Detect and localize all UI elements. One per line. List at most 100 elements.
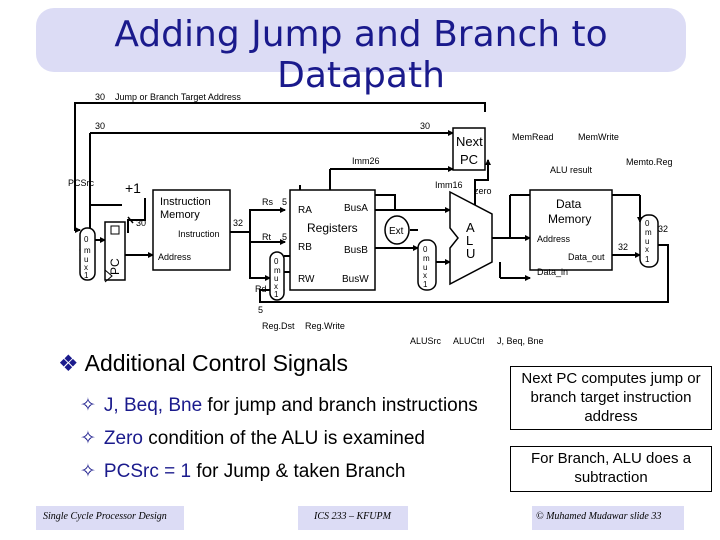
branch-note: For Branch, ALU does a subtraction — [510, 446, 712, 492]
data-in-label: Data_in — [537, 267, 568, 277]
rb-label: RB — [298, 242, 312, 253]
pcmux-u: u — [84, 255, 88, 264]
target-width-label: 30 — [95, 92, 105, 102]
bullet-item-3: ✧PCSrc = 1 for Jump & taken Branch — [80, 460, 405, 483]
alusrc-label: ALUSrc — [410, 336, 442, 346]
ext-label: Ext — [389, 226, 404, 237]
next-pc-label-2: PC — [460, 152, 478, 167]
bullet-item-1-highlight: J, Beq, Bne — [103, 395, 203, 416]
w30-left-label: 30 — [95, 121, 105, 131]
memtoreg-mux — [639, 214, 659, 268]
regdst-mux — [269, 251, 285, 301]
dm-title-1: Data — [556, 197, 582, 211]
alu — [449, 190, 493, 286]
star-bullet-icon: ✧ — [80, 461, 96, 482]
im-title-2: Memory — [160, 209, 200, 221]
regdstmux-m: m — [274, 266, 281, 275]
w30-right-label: 30 — [420, 121, 430, 131]
star-bullet-icon: ✧ — [80, 428, 96, 449]
registers-label: Registers — [307, 221, 358, 235]
zero-label: zero — [474, 186, 492, 196]
dm-addr-label: Address — [537, 234, 571, 244]
pcmux-1: 1 — [84, 271, 89, 280]
alusrcmux-m: m — [423, 254, 430, 263]
memtoreg-label: Memto.Reg — [626, 157, 673, 167]
alu-letter-l: L — [466, 233, 473, 248]
incrementer-label: +1 — [125, 180, 141, 196]
alusrcmux-u: u — [423, 263, 427, 272]
pc-register — [104, 221, 126, 281]
jbb-label: J, Beq, Bne — [497, 336, 544, 346]
bullet-main: ❖Additional Control Signals — [58, 350, 348, 377]
footer-right: © Muhamed Mudawar slide 33 — [536, 511, 662, 522]
alusrc-mux — [417, 239, 437, 291]
bullet-item-1-text: for jump and branch instructions — [202, 395, 478, 416]
bullet-item-1: ✧ J, Beq, Bne for jump and branch instruc… — [80, 394, 478, 417]
instruction-memory — [152, 189, 231, 271]
w5b-label: 5 — [282, 232, 287, 242]
bullet-main-text: Additional Control Signals — [84, 350, 349, 376]
ra-label: RA — [298, 205, 312, 216]
bullet-item-2: ✧ Zero condition of the ALU is examined — [80, 427, 425, 450]
title-banner: Adding Jump and Branch to Datapath — [36, 8, 686, 96]
alusrcmux-0: 0 — [423, 245, 428, 254]
memwrite-label: MemWrite — [578, 132, 619, 142]
im-title-1: Instruction — [160, 196, 211, 208]
w5a-label: 5 — [282, 197, 287, 207]
regdstmux-u: u — [274, 274, 278, 283]
footer-left: Single Cycle Processor Design — [43, 511, 167, 522]
footer-center-box: ICS 233 – KFUPM — [298, 506, 408, 530]
im-out-label: Instruction — [178, 229, 220, 239]
next-pc-block — [452, 127, 486, 171]
imm26-label: Imm26 — [352, 156, 380, 166]
slide-title: Adding Jump and Branch to Datapath — [114, 14, 608, 96]
rt-label: Rt — [262, 232, 271, 242]
pcmux-m: m — [84, 246, 91, 255]
rw-label: RW — [298, 274, 315, 285]
footer-center: ICS 233 – KFUPM — [314, 511, 391, 522]
regdst-label: Reg.Dst — [262, 321, 295, 331]
alu-letter-a: A — [466, 220, 475, 235]
wbmux-0: 0 — [645, 219, 650, 228]
wbmux-1: 1 — [645, 255, 650, 264]
pcsrc-label: PCSrc — [68, 178, 95, 188]
w30-mid-label: 30 — [136, 218, 146, 228]
next-pc-note: Next PC computes jump or branch target i… — [510, 366, 712, 430]
alu-letter-u: U — [466, 246, 475, 261]
next-pc-label-1: Next — [456, 134, 483, 149]
target-address-label: Jump or Branch Target Address — [115, 92, 241, 102]
w32b-label: 32 — [618, 242, 628, 252]
pcmux-0: 0 — [84, 235, 89, 244]
register-file — [289, 189, 376, 291]
w32c-label: 32 — [658, 224, 668, 234]
star-bullet-icon: ✧ — [80, 395, 96, 416]
regdstmux-0: 0 — [274, 257, 279, 266]
pc-label: PC — [108, 258, 122, 275]
regdstmux-1: 1 — [274, 290, 279, 299]
imm16-label: Imm16 — [435, 180, 463, 190]
bullet-item-2-text: condition of the ALU is examined — [143, 428, 426, 449]
footer-right-box: © Muhamed Mudawar slide 33 — [532, 506, 684, 530]
alu-result-label: ALU result — [550, 165, 593, 175]
bullet-item-2-highlight: Zero — [103, 428, 143, 449]
alusrcmux-1: 1 — [423, 280, 428, 289]
rs-label: Rs — [262, 197, 273, 207]
regwrite-label: Reg.Write — [305, 321, 345, 331]
busw-label: BusW — [342, 274, 369, 285]
wbmux-u: u — [645, 237, 649, 246]
aluctrl-label: ALUCtrl — [453, 336, 485, 346]
dm-title-2: Memory — [548, 212, 591, 226]
w5c-label: 5 — [258, 305, 263, 315]
extender — [384, 215, 410, 245]
pcmux-x: x — [84, 263, 88, 272]
alusrcmux-x: x — [423, 271, 427, 280]
data-memory — [529, 189, 613, 271]
wbmux-x: x — [645, 245, 649, 254]
footer-left-box: Single Cycle Processor Design — [36, 506, 184, 530]
bullet-item-3-text: for Jump & taken Branch — [191, 461, 406, 482]
pc-mux — [79, 227, 96, 281]
memread-label: MemRead — [512, 132, 554, 142]
busb-label: BusB — [344, 245, 368, 256]
busa-label: BusA — [344, 203, 368, 214]
